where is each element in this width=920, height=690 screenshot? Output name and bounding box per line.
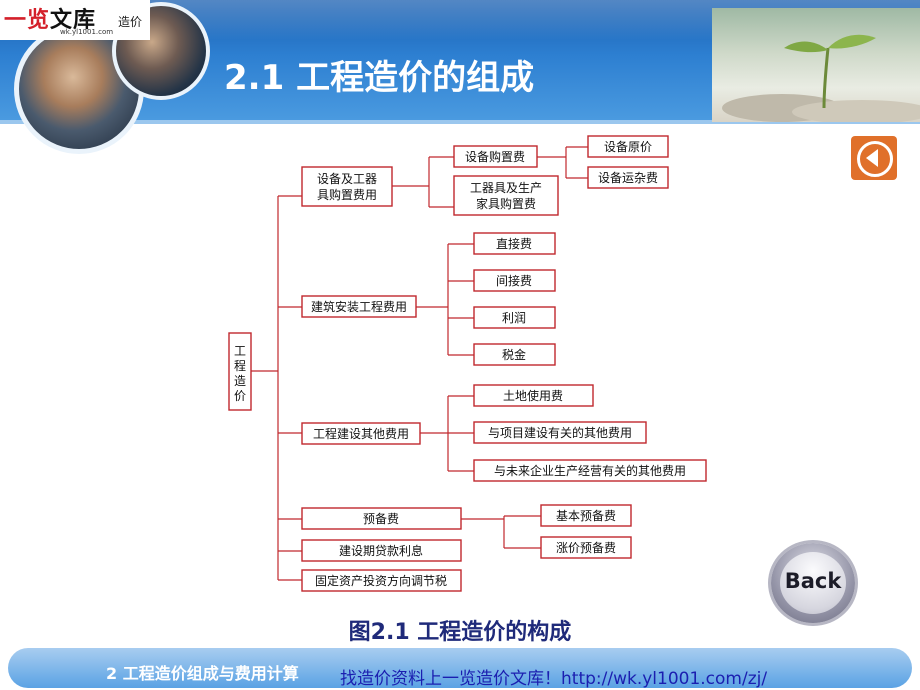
construction-box	[301, 295, 417, 318]
tax-adjust-label: 固定资产投资方向调节税	[315, 573, 447, 588]
arrow-ring	[857, 141, 893, 177]
root-char-3: 造	[234, 374, 246, 388]
equip-purchase-box	[453, 145, 538, 168]
equip-tools-label-2: 具购置费用	[317, 187, 377, 202]
logo-tag: 造价	[118, 15, 143, 29]
figure-caption: 图2.1 工程造价的构成	[348, 620, 572, 645]
handshake-photo	[112, 2, 210, 100]
project-related-box	[473, 421, 647, 444]
root-box	[228, 332, 252, 411]
interest-label: 建设期贷款利息	[339, 543, 423, 558]
logo-sub: wk.yl1001.com	[60, 28, 114, 36]
logo-main: 一览文库	[4, 2, 96, 34]
direct-box	[473, 232, 556, 255]
connector-lines	[251, 146, 588, 581]
basic-reserve-box	[540, 504, 632, 527]
root-char-1: 工	[234, 344, 246, 358]
footer-link[interactable]: 找造价资料上一览造价文库！http://wk.yl1001.com/zj/	[340, 669, 768, 689]
future-ops-label: 与未来企业生产经营有关的其他费用	[494, 463, 686, 478]
price-reserve-box	[540, 536, 632, 559]
footer-bar	[8, 648, 912, 688]
equip-tools-box	[301, 166, 393, 207]
tools-furniture-label-1: 工器具及生产	[470, 181, 542, 195]
root-char-4: 价	[234, 389, 246, 403]
equip-original-label: 设备原价	[604, 140, 652, 154]
back-button-face	[780, 552, 846, 614]
back-button[interactable]: Back	[771, 543, 855, 623]
profit-box	[473, 306, 556, 329]
equip-original-box	[587, 135, 669, 158]
tax-label: 税金	[502, 347, 526, 362]
basic-reserve-label: 基本预备费	[556, 509, 616, 523]
indirect-box	[473, 269, 556, 292]
equip-purchase-label: 设备购置费	[465, 149, 525, 164]
logo[interactable]: 一览文库 wk.yl1001.com 造价	[0, 0, 150, 40]
sprout-photo	[712, 8, 920, 122]
tax-box	[473, 343, 556, 366]
other-label: 工程建设其他费用	[313, 426, 409, 441]
construction-label: 建筑安装工程费用	[311, 299, 407, 314]
reserve-box	[301, 507, 462, 530]
header-divider	[0, 120, 920, 124]
tools-furniture-label-2: 家具购置费	[476, 196, 536, 211]
back-button-label: Back	[784, 569, 842, 593]
page-title: 2.1 工程造价的组成	[224, 58, 535, 98]
footer-chapter: 2 工程造价组成与费用计算	[106, 664, 299, 683]
logo-main-red: 一览	[4, 8, 51, 33]
price-reserve-label: 涨价预备费	[556, 540, 616, 555]
tax-adjust-box	[301, 569, 462, 592]
profit-label: 利润	[502, 311, 526, 325]
other-box	[301, 422, 421, 445]
direct-label: 直接费	[496, 236, 532, 251]
sprout-image	[722, 34, 920, 122]
equip-tools-label-1: 设备及工器	[317, 172, 377, 186]
logo-main-black: 文库	[50, 8, 97, 33]
reserve-label: 预备费	[363, 512, 399, 526]
node-labels: 工 程 造 价 设备及工器 具购置费用 设备购置费 设备原价 设备运杂费 工器具…	[234, 140, 686, 588]
equip-transport-box	[587, 166, 669, 189]
future-ops-box	[473, 459, 707, 482]
land-label: 土地使用费	[503, 388, 563, 403]
node-boxes	[228, 135, 707, 592]
project-related-label: 与项目建设有关的其他费用	[488, 425, 632, 440]
equip-transport-label: 设备运杂费	[598, 171, 658, 185]
indirect-label: 间接费	[496, 273, 532, 288]
land-box	[473, 384, 594, 407]
tools-furniture-box	[453, 175, 559, 216]
root-char-2: 程	[234, 358, 246, 373]
previous-arrow-icon[interactable]	[851, 136, 897, 180]
arrow-left-icon	[866, 149, 878, 167]
interest-box	[301, 539, 462, 562]
